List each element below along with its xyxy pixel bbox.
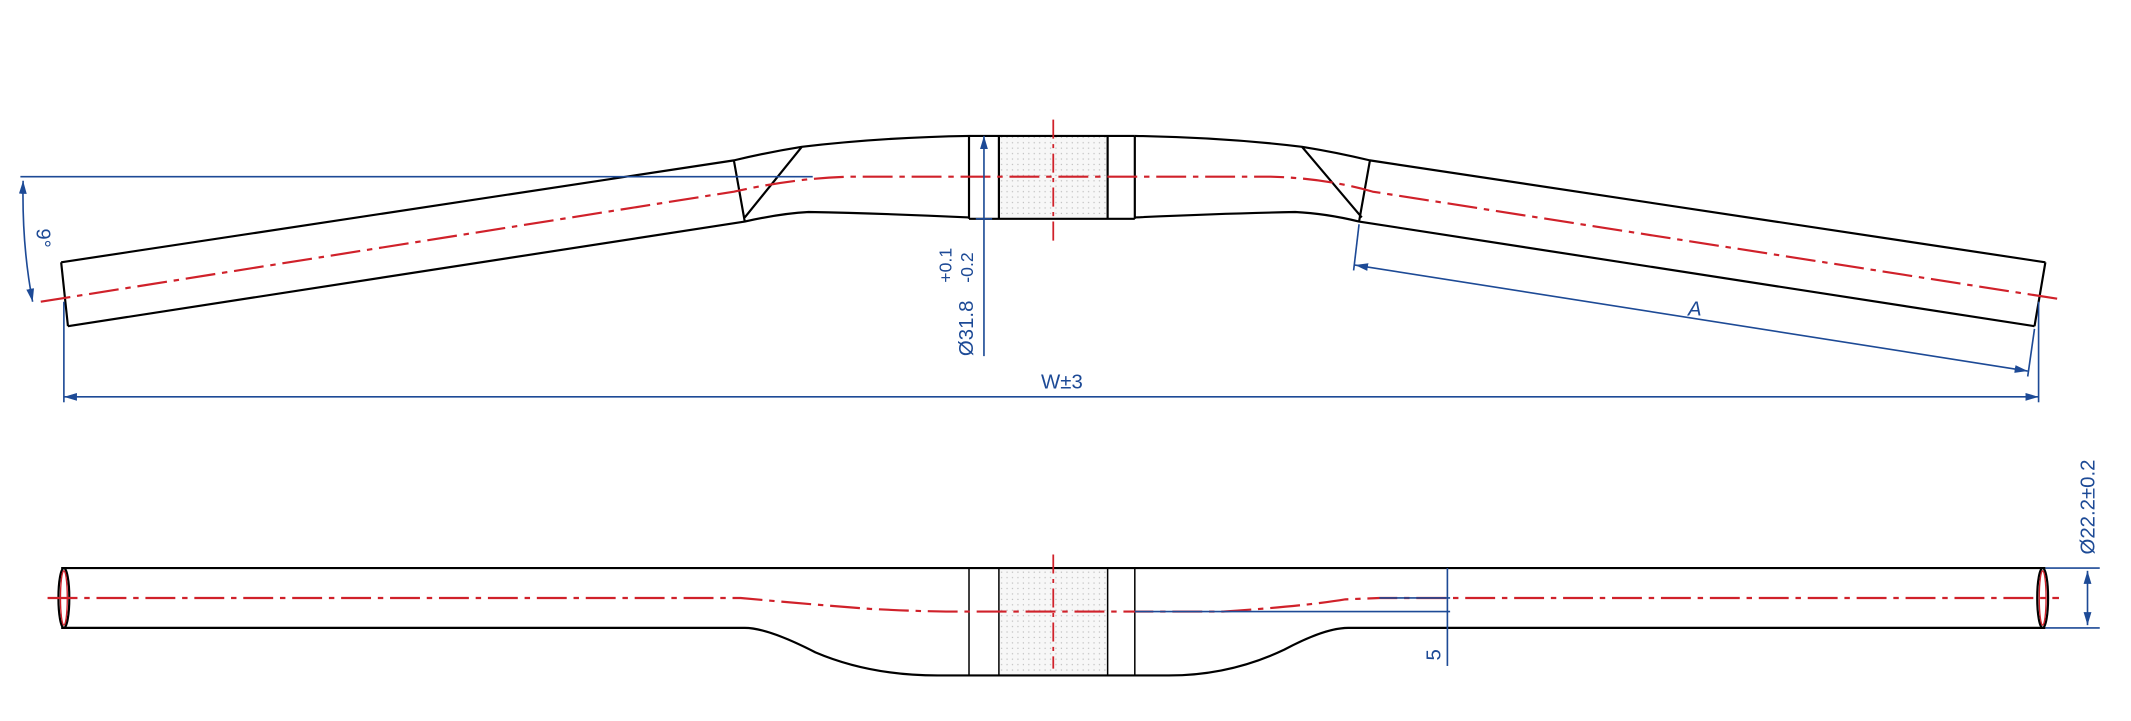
right-end-inner [2038, 570, 2047, 626]
clamp-tolerance-lower: -0.2 [957, 252, 977, 282]
top-centerline [40, 175, 2060, 303]
front-clamp-lines [968, 568, 1136, 676]
grip-diameter-dimension: Ø22.2±0.2 [2045, 459, 2100, 629]
angle-dimension: 9° [18, 175, 813, 302]
width-label: W±3 [1041, 372, 1083, 394]
clamp-tolerance-upper: +0.1 [935, 248, 955, 283]
clamp-diameter-label: Ø31.8 [956, 301, 978, 357]
top-view: 9° Ø31.8 +0.1 -0.2 W±3 A [18, 119, 2060, 403]
grip-diameter-label: Ø22.2±0.2 [2077, 459, 2099, 554]
rise-dimension: 5 [1134, 568, 1451, 666]
right-bar-outline [1134, 134, 2047, 328]
angle-label: 9° [32, 228, 54, 247]
right-end-cap [2036, 567, 2050, 629]
front-view: 5 Ø22.2±0.2 [47, 459, 2100, 677]
front-centerline [47, 596, 2059, 613]
left-bar-outline [60, 134, 970, 328]
length-a-dimension: A [1352, 224, 2036, 377]
width-dimension: W±3 [63, 301, 2040, 403]
clamp-diameter-dimension: Ø31.8 +0.1 -0.2 [935, 135, 993, 357]
length-a-label: A [1687, 298, 1702, 320]
rise-label: 5 [1424, 649, 1446, 660]
